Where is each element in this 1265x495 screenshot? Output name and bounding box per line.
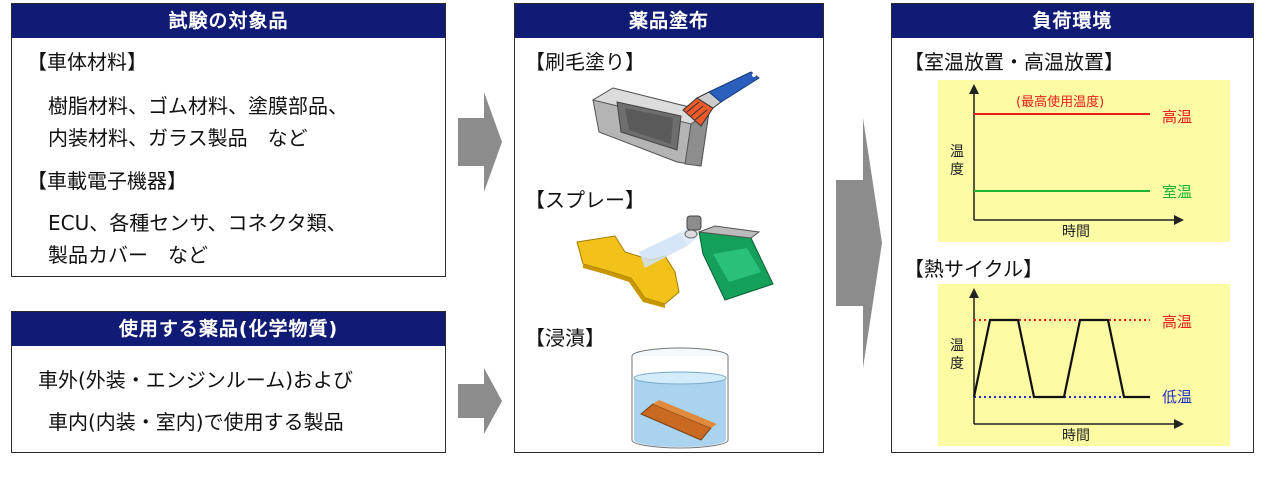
chemicals-line1: 車外(外装・エンジンルーム)および — [38, 368, 354, 392]
body-materials-line1: 樹脂材料、ゴム材料、塗膜部品、 — [48, 94, 348, 118]
electronics-line1: ECU、各種センサ、コネクタ類、 — [48, 211, 347, 235]
storage-temperature-chart: (最高使用温度) 高温 室温 温 度 時間 — [938, 80, 1230, 242]
y-axis-label: 度 — [950, 356, 964, 372]
spray-label: 【スプレー】 — [525, 188, 645, 212]
low-temp-label: 低温 — [1162, 388, 1192, 406]
room-temp-label: 室温 — [1162, 183, 1192, 201]
application-header: 薬品塗布 — [515, 4, 823, 38]
load-environment-header: 負荷環境 — [892, 4, 1253, 38]
test-targets-header: 試験の対象品 — [12, 4, 445, 38]
immersion-beaker-illustration — [631, 347, 729, 449]
body-materials-line2: 内装材料、ガラス製品 など — [48, 126, 308, 150]
thermal-cycle-section-label: 【熱サイクル】 — [904, 257, 1043, 281]
high-temp-label: 高温 — [1162, 108, 1192, 126]
y-axis-label: 度 — [950, 162, 964, 178]
chemicals-header: 使用する薬品(化学物質) — [12, 312, 445, 346]
max-temp-annotation: (最高使用温度) — [1016, 94, 1104, 110]
x-axis-label: 時間 — [1062, 428, 1090, 444]
load-environment-panel: 負荷環境 【室温放置・高温放置】 【熱サイクル】 (最高使用温度) 高温 室温 … — [891, 3, 1254, 453]
y-axis-label: 温 — [950, 144, 964, 160]
storage-section-label: 【室温放置・高温放置】 — [904, 50, 1124, 74]
arrow-right-icon — [458, 368, 502, 434]
cycle-series-line — [972, 318, 1150, 399]
chemicals-panel: 使用する薬品(化学物質) 車外(外装・エンジンルーム)および 車内(内装・室内)… — [11, 311, 446, 453]
y-axis-label: 温 — [950, 338, 964, 354]
arrow-right-icon — [458, 92, 502, 192]
spray-illustration — [576, 215, 774, 308]
test-targets-panel: 試験の対象品 【車体材料】 樹脂材料、ゴム材料、塗膜部品、 内装材料、ガラス製品… — [11, 3, 446, 277]
application-panel: 薬品塗布 【刷毛塗り】 【スプレー】 【浸漬】 — [514, 3, 824, 453]
thermal-cycle-chart: 高温 低温 温 度 時間 — [938, 284, 1230, 446]
category-body-materials: 【車体材料】 — [27, 50, 147, 74]
category-electronics: 【車載電子機器】 — [27, 169, 187, 193]
brush-painting-illustration — [591, 71, 760, 167]
brush-label: 【刷毛塗り】 — [525, 50, 645, 74]
electronics-line2: 製品カバー など — [48, 243, 208, 267]
x-axis-label: 時間 — [1062, 224, 1090, 240]
immersion-label: 【浸漬】 — [525, 326, 605, 350]
high-temp-label: 高温 — [1162, 313, 1192, 331]
arrow-right-icon — [836, 118, 882, 368]
chemicals-line2: 車内(内装・室内)で使用する製品 — [48, 410, 344, 434]
